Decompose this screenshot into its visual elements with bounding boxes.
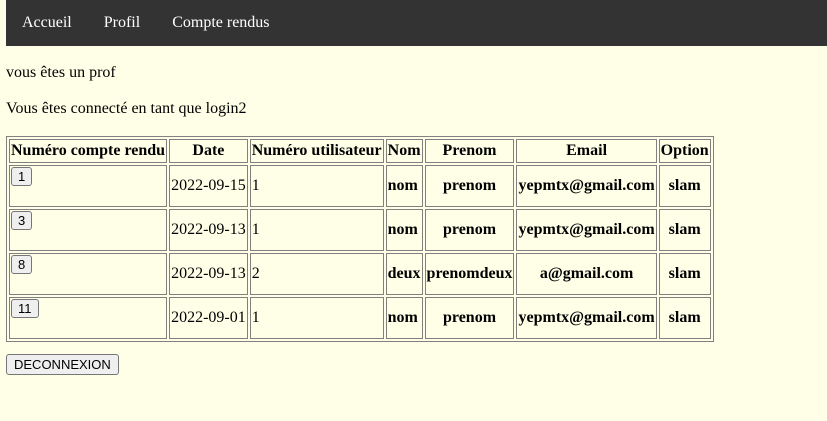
cell-option: slam bbox=[658, 165, 711, 207]
cell-user-id: 1 bbox=[249, 165, 384, 207]
nav-link-accueil[interactable]: Accueil bbox=[22, 14, 72, 31]
reports-table: Numéro compte rendu Date Numéro utilisat… bbox=[6, 136, 714, 342]
header-email: Email bbox=[516, 139, 657, 163]
header-nom: Nom bbox=[385, 139, 423, 163]
cell-numero: 11 bbox=[9, 297, 168, 339]
header-numero-utilisateur: Numéro utilisateur bbox=[249, 139, 384, 163]
cell-date: 2022-09-01 bbox=[169, 297, 248, 339]
cell-option: slam bbox=[658, 253, 711, 295]
table-row: 1 2022-09-15 1 nom prenom yepmtx@gmail.c… bbox=[9, 165, 711, 207]
open-report-button[interactable]: 1 bbox=[11, 167, 33, 186]
logout-button[interactable]: DECONNEXION bbox=[6, 354, 119, 375]
cell-user-id: 2 bbox=[249, 253, 384, 295]
cell-email: a@gmail.com bbox=[516, 253, 657, 295]
nav-link-compte-rendus[interactable]: Compte rendus bbox=[172, 14, 270, 31]
cell-nom: nom bbox=[385, 209, 423, 251]
cell-prenom: prenomdeux bbox=[424, 253, 515, 295]
cell-prenom: prenom bbox=[424, 165, 515, 207]
open-report-button[interactable]: 3 bbox=[11, 211, 33, 230]
top-navbar: Accueil Profil Compte rendus bbox=[6, 0, 827, 46]
login-message: Vous êtes connecté en tant que login2 bbox=[6, 100, 247, 117]
cell-numero: 3 bbox=[9, 209, 168, 251]
table-row: 11 2022-09-01 1 nom prenom yepmtx@gmail.… bbox=[9, 297, 711, 339]
cell-email: yepmtx@gmail.com bbox=[516, 209, 657, 251]
cell-option: slam bbox=[658, 297, 711, 339]
nav-link-profil[interactable]: Profil bbox=[103, 14, 141, 31]
cell-nom: deux bbox=[385, 253, 423, 295]
cell-date: 2022-09-13 bbox=[169, 209, 248, 251]
cell-nom: nom bbox=[385, 297, 423, 339]
role-message: vous êtes un prof bbox=[6, 64, 116, 81]
cell-numero: 1 bbox=[9, 165, 168, 207]
cell-date: 2022-09-15 bbox=[169, 165, 248, 207]
cell-numero: 8 bbox=[9, 253, 168, 295]
header-numero-compte-rendu: Numéro compte rendu bbox=[9, 139, 168, 163]
open-report-button[interactable]: 11 bbox=[11, 299, 39, 318]
open-report-button[interactable]: 8 bbox=[11, 255, 33, 274]
cell-user-id: 1 bbox=[249, 297, 384, 339]
table-header-row: Numéro compte rendu Date Numéro utilisat… bbox=[9, 139, 711, 163]
table-row: 3 2022-09-13 1 nom prenom yepmtx@gmail.c… bbox=[9, 209, 711, 251]
cell-prenom: prenom bbox=[424, 297, 515, 339]
cell-user-id: 1 bbox=[249, 209, 384, 251]
table-row: 8 2022-09-13 2 deux prenomdeux a@gmail.c… bbox=[9, 253, 711, 295]
header-prenom: Prenom bbox=[424, 139, 515, 163]
header-option: Option bbox=[658, 139, 711, 163]
cell-date: 2022-09-13 bbox=[169, 253, 248, 295]
header-date: Date bbox=[169, 139, 248, 163]
cell-email: yepmtx@gmail.com bbox=[516, 165, 657, 207]
cell-prenom: prenom bbox=[424, 209, 515, 251]
cell-nom: nom bbox=[385, 165, 423, 207]
cell-email: yepmtx@gmail.com bbox=[516, 297, 657, 339]
cell-option: slam bbox=[658, 209, 711, 251]
